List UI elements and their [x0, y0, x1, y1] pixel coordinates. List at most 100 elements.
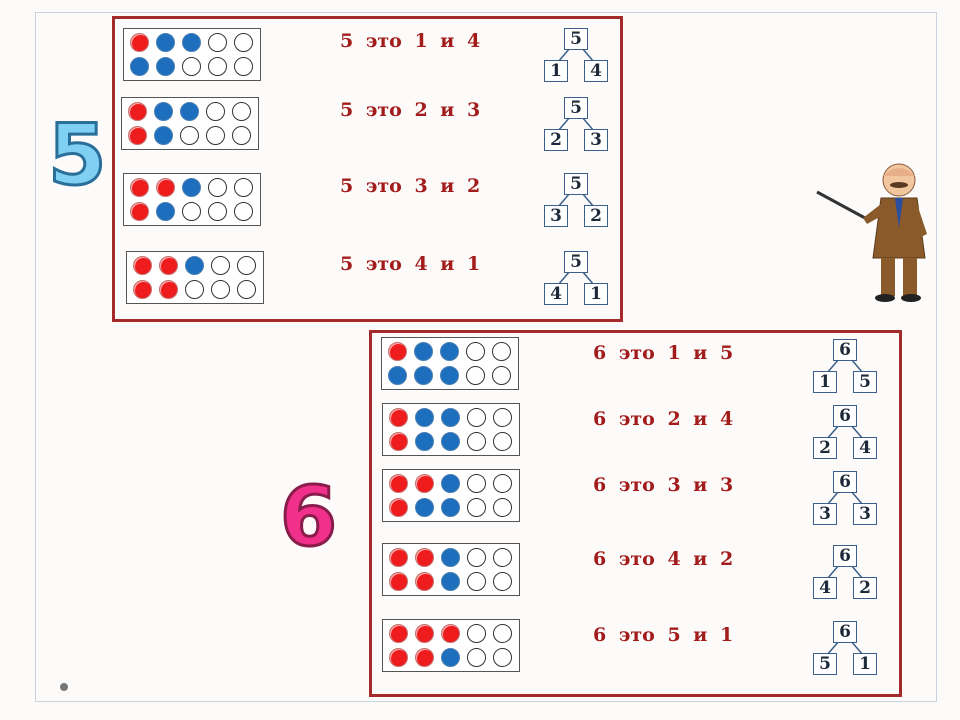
blue-counter: [156, 33, 175, 52]
red-counter: [389, 498, 408, 517]
red-counter: [133, 280, 152, 299]
empty-counter: [493, 432, 512, 451]
empty-counter: [211, 280, 230, 299]
bond-part-left-box: 2: [813, 437, 837, 459]
bond-whole-box: 5: [564, 251, 588, 273]
empty-counter: [208, 202, 227, 221]
empty-counter: [206, 126, 225, 145]
blue-counter: [156, 57, 175, 76]
empty-counter: [180, 126, 199, 145]
bond-whole-box: 6: [833, 339, 857, 361]
ten-frame: [382, 469, 520, 522]
bond-whole-box: 6: [833, 545, 857, 567]
big-digit-six: 6: [278, 469, 338, 567]
ten-frame: [121, 97, 259, 150]
bond-lines: [826, 564, 864, 580]
empty-counter: [185, 280, 204, 299]
bond-whole-box: 6: [833, 405, 857, 427]
empty-counter: [493, 648, 512, 667]
empty-counter: [493, 408, 512, 427]
blue-counter: [441, 432, 460, 451]
composition-label: 5 это 4 и 1: [340, 253, 481, 275]
composition-label: 6 это 4 и 2: [593, 548, 734, 570]
bond-whole-box: 6: [833, 471, 857, 493]
blue-counter: [415, 432, 434, 451]
red-counter: [441, 624, 460, 643]
bond-whole-box: 5: [564, 28, 588, 50]
blue-counter: [415, 498, 434, 517]
red-counter: [415, 474, 434, 493]
empty-counter: [467, 572, 486, 591]
composition-label: 5 это 2 и 3: [340, 99, 481, 121]
bond-lines: [826, 640, 864, 656]
blue-counter: [130, 57, 149, 76]
bond-part-right-box: 3: [584, 129, 608, 151]
red-counter: [389, 548, 408, 567]
bond-part-right-box: 4: [584, 60, 608, 82]
empty-counter: [234, 33, 253, 52]
composition-label: 6 это 2 и 4: [593, 408, 734, 430]
red-counter: [415, 624, 434, 643]
red-counter: [389, 648, 408, 667]
red-counter: [156, 178, 175, 197]
bond-whole-box: 5: [564, 97, 588, 119]
blue-counter: [414, 342, 433, 361]
red-counter: [415, 572, 434, 591]
blue-counter: [182, 178, 201, 197]
empty-counter: [492, 342, 511, 361]
blue-counter: [441, 648, 460, 667]
empty-counter: [493, 474, 512, 493]
empty-counter: [208, 57, 227, 76]
slide-frame: [35, 12, 937, 702]
empty-counter: [467, 432, 486, 451]
red-counter: [130, 202, 149, 221]
red-counter: [159, 256, 178, 275]
red-counter: [159, 280, 178, 299]
red-counter: [389, 474, 408, 493]
red-counter: [389, 408, 408, 427]
empty-counter: [467, 474, 486, 493]
bond-part-left-box: 5: [813, 653, 837, 675]
empty-counter: [467, 498, 486, 517]
blue-counter: [441, 548, 460, 567]
composition-label: 6 это 5 и 1: [593, 624, 734, 646]
blue-counter: [441, 408, 460, 427]
bond-part-left-box: 3: [813, 503, 837, 525]
blue-counter: [440, 342, 459, 361]
bond-lines: [826, 424, 864, 440]
empty-counter: [234, 202, 253, 221]
bond-part-left-box: 4: [813, 577, 837, 599]
empty-counter: [208, 33, 227, 52]
blue-counter: [415, 408, 434, 427]
red-counter: [389, 432, 408, 451]
ten-frame: [382, 403, 520, 456]
blue-counter: [154, 126, 173, 145]
bond-part-left-box: 1: [813, 371, 837, 393]
blue-counter: [180, 102, 199, 121]
ten-frame: [382, 619, 520, 672]
red-counter: [130, 33, 149, 52]
big-digit-five: 5: [46, 105, 107, 206]
empty-counter: [182, 202, 201, 221]
empty-counter: [466, 366, 485, 385]
ten-frame: [382, 543, 520, 596]
red-counter: [128, 102, 147, 121]
empty-counter: [206, 102, 225, 121]
empty-counter: [208, 178, 227, 197]
bond-lines: [557, 116, 595, 132]
bond-part-right-box: 4: [853, 437, 877, 459]
ten-frame: [123, 28, 261, 81]
bond-part-left-box: 2: [544, 129, 568, 151]
empty-counter: [211, 256, 230, 275]
slide-bullet-dot: [60, 683, 68, 691]
bond-part-left-box: 3: [544, 205, 568, 227]
bond-whole-box: 6: [833, 621, 857, 643]
